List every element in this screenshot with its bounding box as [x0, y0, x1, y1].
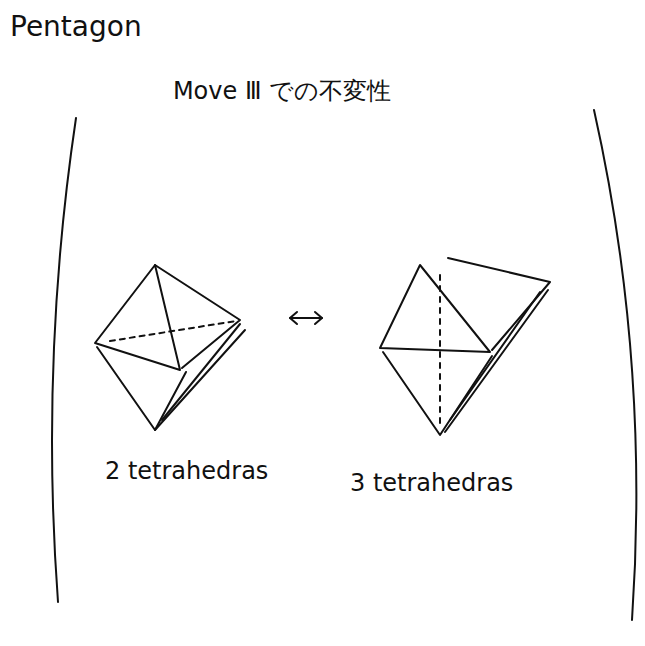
two-tetrahedra-figure: [95, 265, 245, 430]
figure-label: 2 tetrahedras: [105, 458, 268, 484]
heading-note: Move Ⅲ での不変性: [173, 78, 391, 104]
right-bracket: [594, 110, 636, 620]
three-tetrahedra-figure: [380, 258, 550, 435]
double-arrow: [290, 312, 322, 324]
figure-label: 3 tetrahedras: [350, 470, 513, 496]
left-bracket: [52, 118, 76, 602]
title: Pentagon: [10, 12, 142, 43]
